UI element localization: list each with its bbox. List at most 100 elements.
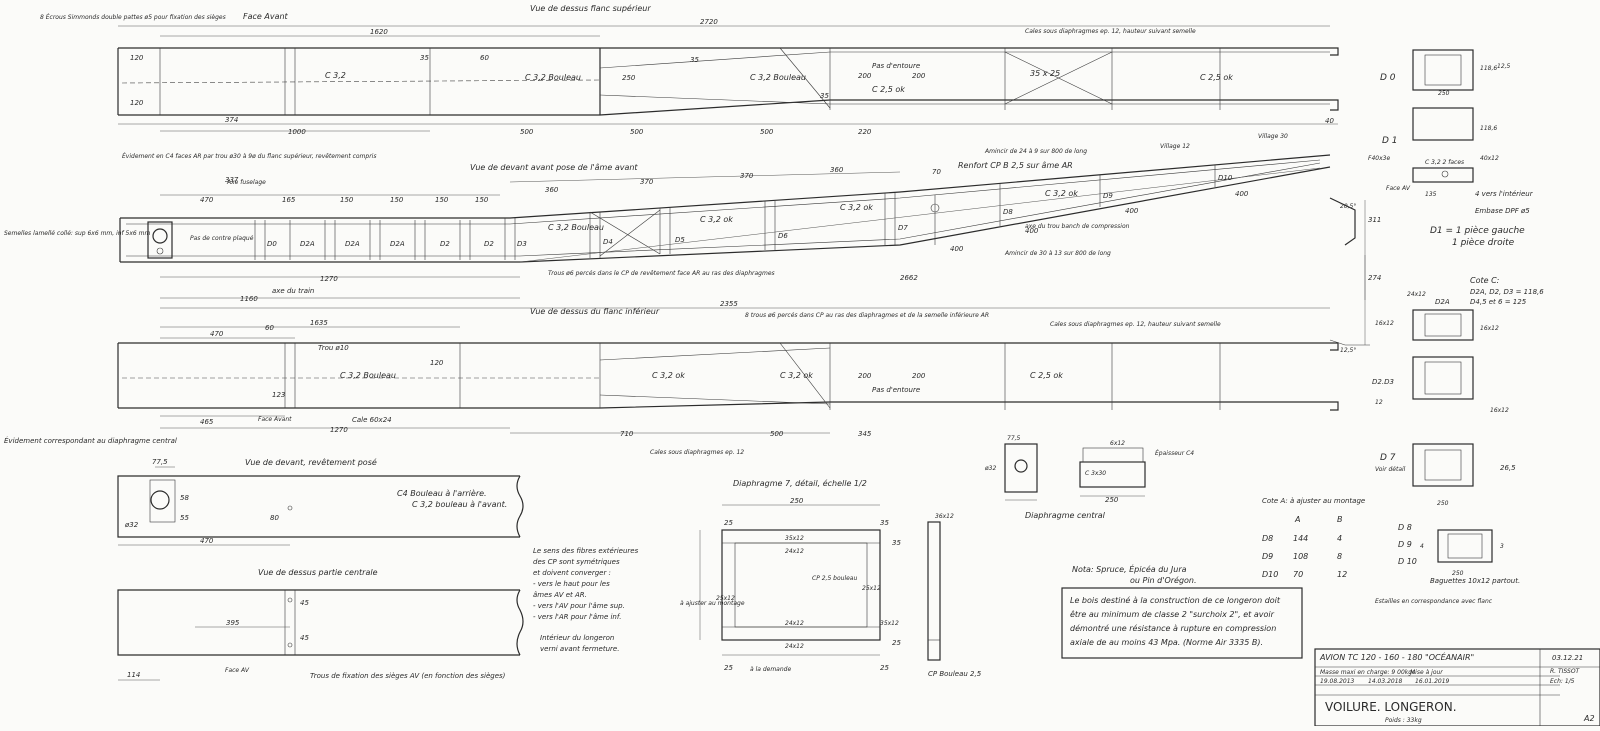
dim-311: 311 — [1368, 216, 1381, 224]
dim-250: 250 — [622, 74, 636, 82]
dim-40: 40 — [1325, 117, 1334, 125]
dim-250: 250 — [1105, 496, 1119, 504]
mat-c32-ok-a: C 3,2 ok — [652, 371, 685, 380]
d2a-16x12-a: 16x12 — [1375, 320, 1394, 327]
trous-note: Trous de fixation des sièges AV (en fonc… — [310, 672, 506, 680]
drawing-title: VOILURE. LONGERON. — [1325, 700, 1457, 714]
dim-d0-118-b: 118,6 — [1480, 125, 1497, 132]
dim-45-a: 45 — [300, 599, 309, 607]
row-d9-label: D9 — [1262, 552, 1273, 561]
semelles-note: Semelles lamellé collé: sup 6x6 mm, inf … — [4, 230, 150, 237]
diaphragm-d8: D8 — [1003, 208, 1013, 216]
d1-vers-interieur: 4 vers l'intérieur — [1475, 190, 1534, 198]
diaphragm-d2-1: D2 — [440, 240, 450, 248]
dim-d0-12-5: 12,5 — [1497, 63, 1511, 70]
dim-24x12-b: 24x12 — [785, 620, 804, 627]
axe-fuselage-note: Axe fuselage — [226, 179, 266, 186]
plaque-note: Pas de contre plaqué — [190, 235, 254, 242]
row-d10-a: 70 — [1293, 570, 1303, 579]
face-label: Face Avant — [258, 416, 292, 423]
top-center-view: Vue de dessus partie centrale Trous de f… — [117, 568, 524, 681]
dim-25-a: 25 — [724, 519, 733, 527]
dim-200-a: 200 — [858, 72, 872, 80]
dim-80: 80 — [270, 514, 279, 522]
interior-line-2: verni avant fermeture. — [540, 645, 619, 653]
dim-500-a: 500 — [520, 128, 534, 136]
dim-phi32: ø32 — [124, 521, 139, 529]
nota-block: Nota: Spruce, Épicéa du Jura ou Pin d'Or… — [1072, 563, 1197, 585]
dim-400-c: 400 — [1125, 207, 1139, 215]
label-d0: D 0 — [1380, 73, 1396, 83]
cales-note: Cales sous diaphragmes ep. 12, hauteur s… — [1025, 28, 1196, 35]
bois-line-1: Le bois destiné à la construction de ce … — [1070, 595, 1281, 605]
dim-710: 710 — [620, 430, 634, 438]
d8-250: 250 — [1452, 570, 1464, 577]
dim-150-b: 150 — [390, 196, 404, 204]
mat-c32-bouleau: C 3,2 Bouleau — [340, 371, 396, 380]
dim-400-a: 400 — [950, 245, 964, 253]
dim-d0-118: 118,6 — [1480, 65, 1497, 72]
diaphragm-d2a-1: D2A — [300, 240, 315, 248]
evidement-note: Évidement correspondant au diaphragme ce… — [4, 436, 177, 445]
d2a-24x12: 24x12 — [1407, 291, 1426, 298]
vdim-120-a: 120 — [130, 54, 144, 62]
nota-line-1: Nota: Spruce, Épicéa du Jura — [1072, 563, 1187, 574]
mat-c32-ok-b: C 3,2 ok — [780, 371, 813, 380]
view-title: Vue de dessus partie centrale — [258, 568, 378, 577]
revision-3: 16.01.2019 — [1415, 678, 1450, 685]
axe-train: axe du train — [272, 287, 314, 295]
angle-12-5: 12,5° — [1340, 347, 1356, 354]
vdim-35-c: 35 — [820, 92, 829, 100]
view-title: Vue de devant, revêtement posé — [245, 457, 377, 467]
dim-35-a: 35 — [880, 519, 889, 527]
dim-120: 120 — [430, 359, 444, 367]
diaphragm-d9: D9 — [1103, 192, 1113, 200]
fibres-line-7: - vers l'AR pour l'âme inf. — [533, 613, 621, 621]
fibres-line-6: - vers l'AV pour l'âme sup. — [533, 602, 625, 610]
dim-2662: 2662 — [900, 274, 918, 282]
dim-35x12-b: 35x12 — [880, 620, 899, 627]
diaphragm-d5: D5 — [675, 236, 685, 244]
dim-220: 220 — [858, 128, 872, 136]
row-d8-a: 144 — [1293, 534, 1308, 543]
d1-135: 135 — [1425, 191, 1437, 198]
cote-c-line-1: D2A, D2, D3 = 118,6 — [1470, 288, 1544, 296]
dim-1270: 1270 — [330, 426, 348, 434]
bois-line-2: être au minimum de classe 2 "surchoix 2"… — [1070, 609, 1275, 619]
label-d1: D 1 — [1382, 136, 1398, 146]
interior-line-1: Intérieur du longeron — [540, 634, 614, 642]
d1-c32: C 3,2 2 faces — [1425, 159, 1464, 166]
mat-c25-ok: C 2,5 ok — [1030, 371, 1063, 380]
cale-note: Cale 60x24 — [352, 416, 392, 424]
right-details: D 0 250 118,6 118,6 12,5 D 1 F40x3e 40x1… — [1368, 49, 1544, 605]
bottom-lower-flange-view: Vue de dessus du flanc inférieur 8 trous… — [117, 306, 1339, 456]
dim-77-5: 77,5 — [152, 458, 168, 466]
dim-25-c: 25 — [880, 664, 889, 672]
mat-c25-b: C 2,5 ok — [1200, 73, 1233, 82]
d7-250: 250 — [1437, 500, 1449, 507]
face-label: Face AV — [225, 667, 250, 674]
d1-note-1: D1 = 1 pièce gauche — [1430, 225, 1525, 236]
dim-c3x30: C 3x30 — [1085, 470, 1106, 477]
dim-500-b: 500 — [630, 128, 644, 136]
village-30: Village 30 — [1258, 133, 1288, 140]
col-a: A — [1294, 515, 1300, 524]
title-block: AVION TC 120 - 160 - 180 "OCÉANAIR" Mass… — [1314, 648, 1600, 727]
cales-bottom-note: Cales sous diaphragmes ep. 12 — [650, 449, 744, 456]
view-title: Vue de dessus flanc supérieur — [530, 3, 651, 13]
trous-note: 8 trous ø6 percés dans CP au ras des dia… — [745, 312, 989, 319]
dim-123: 123 — [272, 391, 285, 399]
gauge: 36x12 — [935, 513, 954, 520]
revision-1: 19.08.2013 — [1320, 678, 1355, 685]
d7-note: Voir détail — [1375, 466, 1406, 473]
dim-55: 55 — [180, 514, 189, 522]
dim-500: 500 — [770, 430, 784, 438]
row-d9-b: 8 — [1337, 552, 1342, 561]
face-label: Face Avant — [243, 12, 289, 21]
dim-470: 470 — [200, 196, 214, 204]
dim-24x12-a: 24x12 — [785, 548, 804, 555]
d1-face-av: Face AV — [1386, 185, 1411, 192]
dim-345: 345 — [858, 430, 872, 438]
dim-200-b: 200 — [912, 72, 926, 80]
